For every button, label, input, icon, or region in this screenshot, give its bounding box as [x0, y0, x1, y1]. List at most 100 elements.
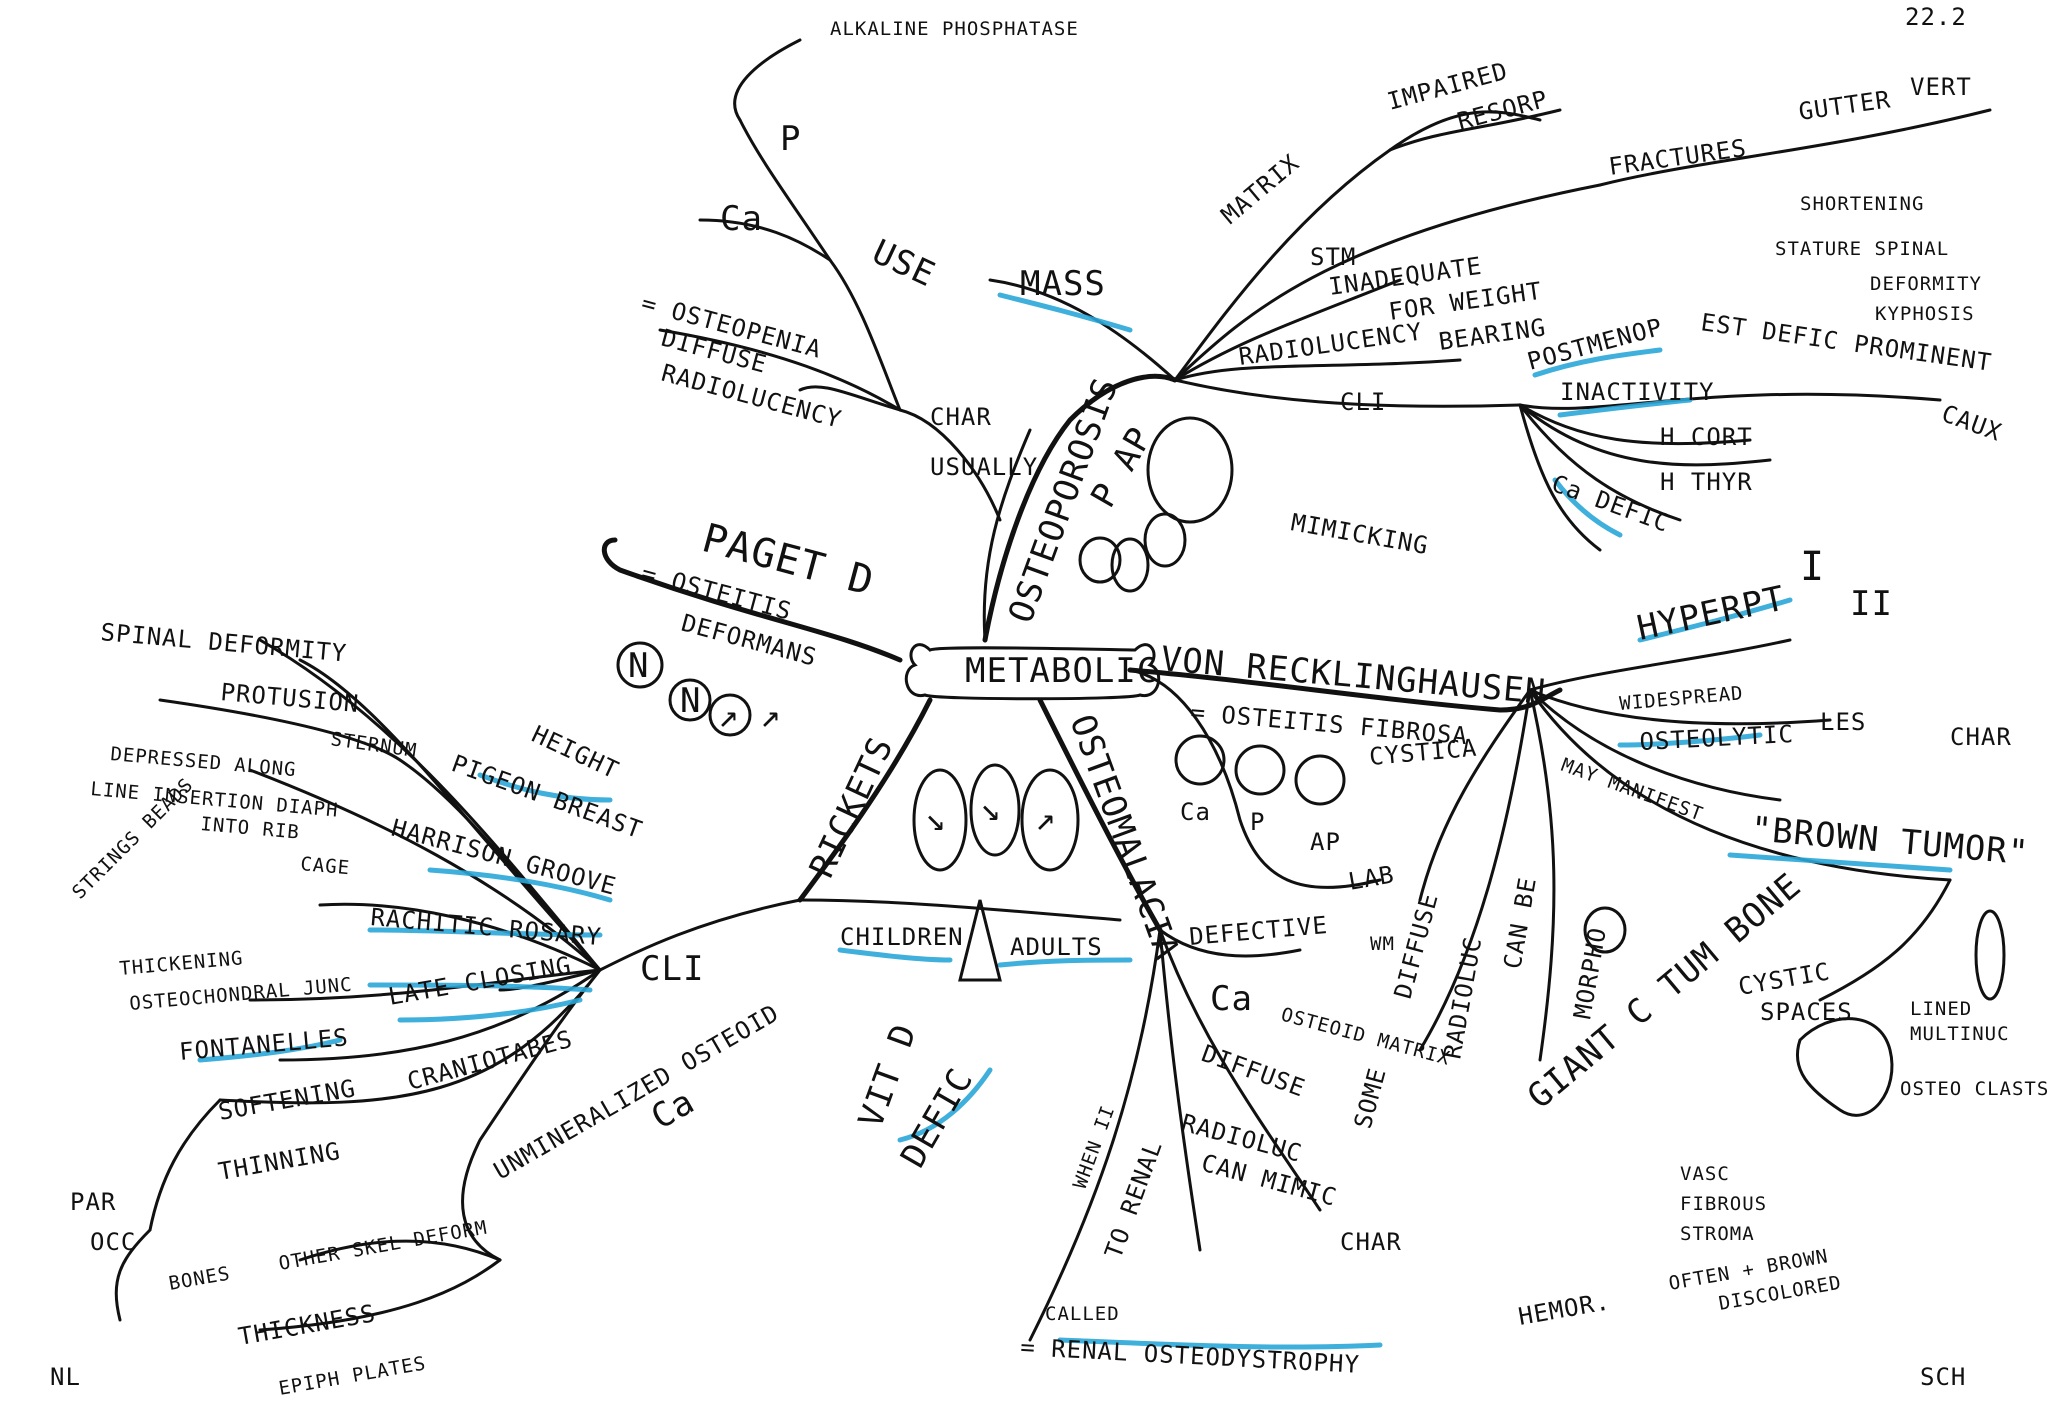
sternum-label: STERNUM	[329, 728, 418, 762]
rickets-lab-3: ↗	[1035, 799, 1056, 839]
w-label: WM	[1370, 933, 1395, 955]
vert-label: VERT	[1910, 73, 1972, 101]
ca-label: Ca	[720, 199, 763, 239]
cystic-label: CYSTIC	[1736, 957, 1832, 1001]
may-manifest-label: MAY MANIFEST	[1558, 754, 1706, 826]
mass-label: MASS	[1020, 264, 1106, 304]
called-label: CALLED	[1045, 1303, 1120, 1325]
les-label: LES	[1820, 708, 1866, 736]
char-label: CHAR	[930, 403, 992, 431]
usually-label: USUALLY	[930, 453, 1038, 481]
into-rib-label: INTO RIB	[200, 813, 301, 844]
ca-label: Ca	[1210, 979, 1253, 1019]
central-node: METABOLIC	[904, 643, 1161, 701]
height-label: HEIGHT	[527, 720, 623, 785]
fibrous-label: FIBROUS	[1680, 1193, 1767, 1215]
alk-phosphatase-label: ALKALINE PHOSPHATASE	[830, 18, 1079, 40]
bone-icon	[904, 643, 1161, 701]
unmineralized-label: UNMINERALIZED OSTEOID	[489, 999, 784, 1185]
lab-oval	[1020, 768, 1080, 872]
h-thyr-label: H THYR	[1660, 468, 1753, 496]
thickness-label: THICKNESS	[236, 1299, 378, 1351]
inactivity-label: INACTIVITY	[1560, 378, 1715, 406]
thickening-label: THICKENING	[119, 947, 245, 980]
cli-label: CLI	[640, 949, 704, 989]
lab-circle	[1294, 754, 1346, 806]
rickets-title: RICKETS	[802, 731, 902, 884]
p-label: P	[780, 119, 801, 159]
highlight-strokes	[197, 292, 1953, 1350]
children-label: CHILDREN	[840, 923, 964, 951]
fractures-label: FRACTURES	[1607, 134, 1749, 181]
deformity-label: DEFORMITY	[1870, 273, 1982, 295]
ca-label: Ca	[1180, 798, 1211, 826]
can-be-label: CAN BE	[1498, 875, 1542, 971]
hyperpt-type-1: I	[1800, 544, 1825, 590]
epiph-plates-label: EPIPH PLATES	[277, 1352, 428, 1400]
vasc-label: VASC	[1680, 1163, 1730, 1185]
osteomalacia-title: OSTEOMALACIA	[1062, 709, 1188, 965]
lab-circle	[668, 678, 712, 722]
deformans-label: DEFORMANS	[678, 609, 820, 672]
paget-branch: PAGET D = OSTEITIS DEFORMANS N N ↗ ↗	[616, 515, 879, 737]
cell-sketch-icon	[1795, 1017, 1894, 1117]
osteochondral-label: OSTEOCHONDRAL JUNC	[129, 974, 354, 1015]
bones-label: BONES	[167, 1262, 232, 1294]
lab-circle-small	[1078, 536, 1122, 584]
cli-label: CLI	[1340, 388, 1386, 416]
occ-label: OCC	[90, 1228, 136, 1256]
h-cort-label: H CORT	[1660, 423, 1753, 451]
osteoclasts-label: OSTEO CLASTS	[1900, 1078, 2048, 1100]
osteolytic-label: OSTEOLYTIC	[1639, 720, 1795, 756]
mimicking-label: MIMICKING	[1289, 508, 1431, 560]
adults-label: ADULTS	[1010, 933, 1103, 961]
hyperpt-label: HYPERPT	[1634, 578, 1789, 648]
p-label: P	[1250, 808, 1265, 836]
lab-circle-n	[1146, 416, 1234, 524]
stm-label: STM	[1310, 243, 1356, 271]
stature-spinal-label: STATURE SPINAL	[1775, 238, 1949, 260]
paget-lab-1: N	[628, 646, 649, 686]
footer-left-initials: NL	[50, 1363, 81, 1391]
osteoporosis-branch: OSTEOPOROSIS P AP ALKALINE PHOSPHATASE P…	[638, 18, 2005, 628]
diffuse-label: DIFFUSE	[1198, 1039, 1309, 1102]
paget-lab-4: ↗	[760, 696, 781, 736]
spinal-deformity-label: SPINAL DEFORMITY	[99, 618, 348, 667]
lab-oval	[969, 763, 1021, 857]
caux-label: CAUX	[1938, 399, 2006, 446]
rickets-lab-2: ↘	[980, 789, 1001, 829]
craniotabes-label: CRANIOTABES	[404, 1025, 575, 1096]
osteoclast-sketch-icon	[1974, 909, 2006, 1001]
depressed-along-label: DEPRESSED ALONG	[110, 743, 298, 781]
char-label: CHAR	[1950, 723, 2012, 751]
morpho-label: MORPHO	[1568, 925, 1612, 1021]
lab-circle	[1234, 744, 1286, 796]
softening-label: SOFTENING	[216, 1074, 358, 1126]
vit-d-label: VIT D	[851, 1019, 925, 1134]
ap-label: AP	[1310, 828, 1341, 856]
branch-lines	[114, 38, 1992, 1342]
lab-circle-small	[1143, 512, 1187, 568]
renal-osteo-label: = RENAL OSTEODYSTROPHY	[1020, 1333, 1361, 1379]
gutter-label: GUTTER	[1797, 85, 1893, 126]
cage-label: CAGE	[300, 853, 351, 879]
char-label: CHAR	[1340, 1228, 1402, 1256]
radioluc-label: RADIOLUC	[1438, 934, 1487, 1061]
diffuse-label: DIFFUSE	[1389, 890, 1444, 1002]
paget-lab-3: ↗	[718, 696, 739, 736]
harrison-label: HARRISON GROOVE	[388, 814, 619, 901]
shortening-label: SHORTENING	[1800, 193, 1924, 215]
kyphosis-label: KYPHOSIS	[1875, 303, 1975, 325]
lab-circle	[1174, 734, 1226, 786]
footer-right-initials: SCH	[1920, 1363, 1966, 1391]
defective-label: DEFECTIVE	[1188, 911, 1329, 951]
spaces-label: SPACES	[1760, 998, 1853, 1026]
some-label: SOME	[1349, 1065, 1392, 1132]
use-label: USE	[866, 232, 941, 295]
paget-lab-2: N	[680, 681, 701, 721]
lab-oval	[912, 768, 968, 872]
stroma-label: STROMA	[1680, 1223, 1755, 1245]
hyperpt-type-2: II	[1850, 584, 1893, 624]
postmenop-label: POSTMENOP	[1524, 313, 1666, 376]
